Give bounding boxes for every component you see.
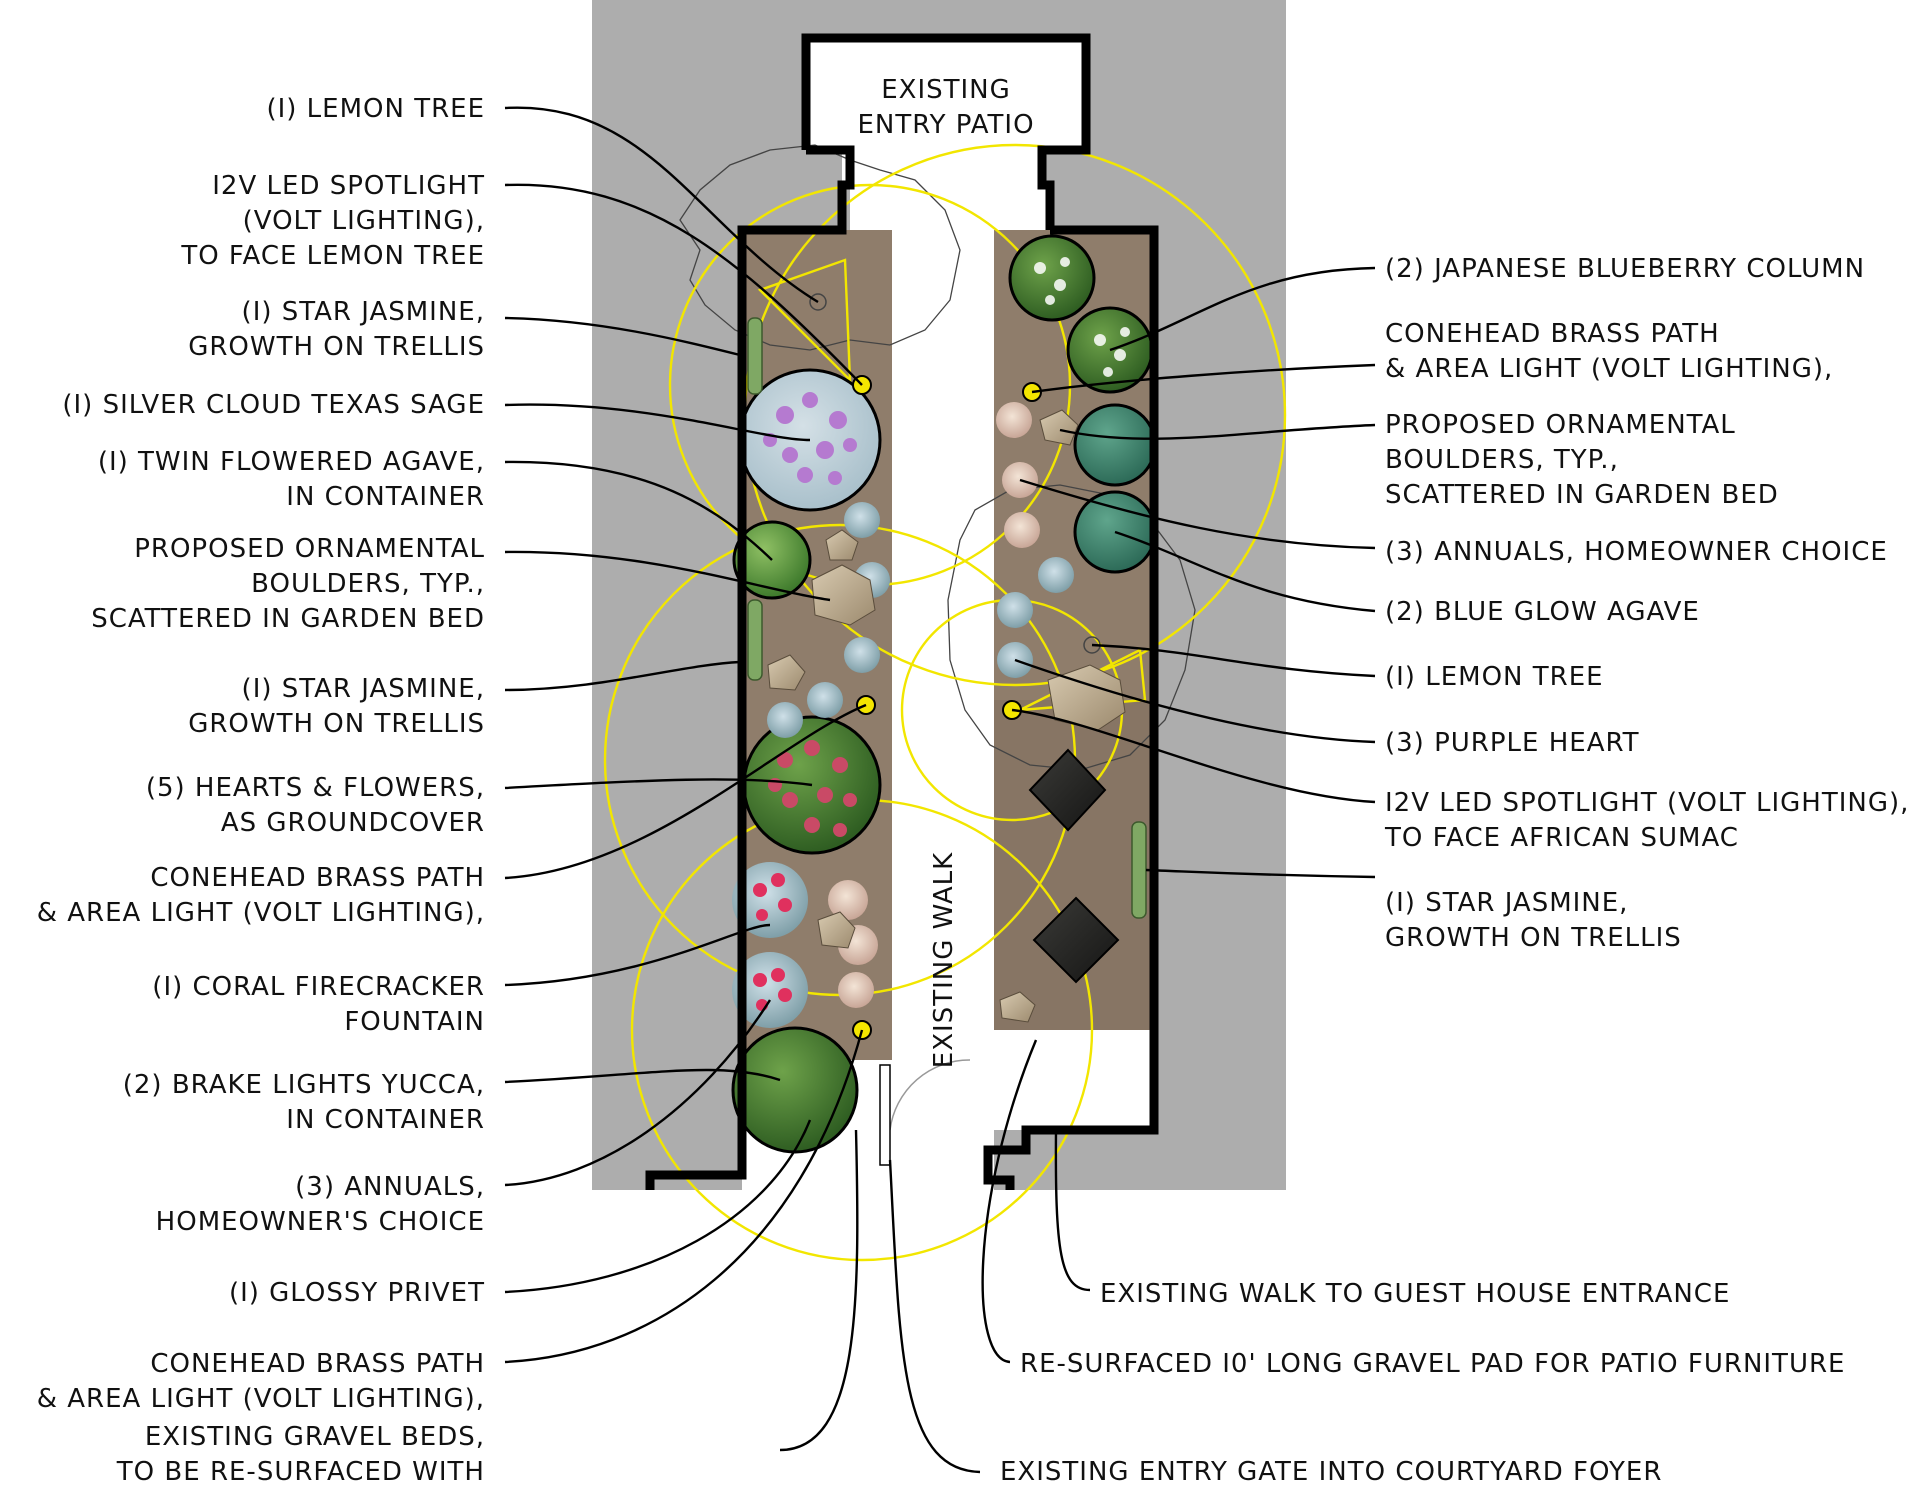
label-right-8-line-0: (I) STAR JASMINE,	[1385, 888, 1628, 918]
patio-label: EXISTING	[881, 75, 1011, 105]
gate-swing	[889, 1059, 971, 1131]
labels-left: (I) LEMON TREE I2V LED SPOTLIGHT (VOLT LIG…	[37, 94, 485, 1487]
coral-firecracker	[732, 862, 808, 938]
small-shrubs-left	[767, 502, 890, 1008]
label-left-1-line-1: (VOLT LIGHTING),	[243, 206, 485, 236]
label-right-8-line-1: GROWTH ON TRELLIS	[1385, 923, 1682, 953]
label-right-0-line-0: (2) JAPANESE BLUEBERRY COLUMN	[1385, 254, 1865, 284]
label-left-7-line-0: (5) HEARTS & FLOWERS,	[146, 773, 485, 803]
courtyard-wall-east	[983, 225, 1159, 1190]
label-bottom-2-line-0: EXISTING ENTRY GATE INTO COURTYARD FOYER	[1000, 1457, 1662, 1487]
blue-glow-agave-1	[1073, 403, 1157, 487]
walk-label: EXISTING WALK	[929, 852, 959, 1068]
existing-walk	[892, 230, 994, 1190]
label-left-0-line-0: (I) LEMON TREE	[266, 94, 485, 124]
coral-firecracker-2	[732, 952, 808, 1028]
label-left-1-line-2: TO FACE LEMON TREE	[180, 241, 485, 271]
label-left-13-line-1: & AREA LIGHT (VOLT LIGHTING),	[37, 1384, 485, 1414]
label-left-13-line-0: CONEHEAD BRASS PATH	[150, 1349, 485, 1379]
label-left-2-line-1: GROWTH ON TRELLIS	[188, 332, 485, 362]
labels-bottom: EXISTING WALK TO GUEST HOUSE ENTRANCE RE-…	[1000, 1279, 1845, 1487]
label-left-5-line-0: PROPOSED ORNAMENTAL	[134, 534, 485, 564]
label-right-7-line-1: TO FACE AFRICAN SUMAC	[1384, 823, 1739, 853]
label-right-6-line-0: (3) PURPLE HEART	[1385, 728, 1640, 758]
label-right-1-line-1: & AREA LIGHT (VOLT LIGHTING),	[1385, 354, 1833, 384]
label-right-2-line-2: SCATTERED IN GARDEN BED	[1385, 480, 1779, 510]
trellis-jasmine	[747, 317, 1147, 919]
label-left-10-line-1: IN CONTAINER	[286, 1105, 485, 1135]
label-left-8-line-0: CONEHEAD BRASS PATH	[150, 863, 485, 893]
large-boulders	[1028, 748, 1120, 984]
blueberry-column-1	[1008, 234, 1096, 322]
label-left-5-line-1: BOULDERS, TYP.,	[251, 569, 485, 599]
labels-right: (2) JAPANESE BLUEBERRY COLUMN CONEHEAD BR…	[1384, 254, 1909, 953]
label-left-11-line-1: HOMEOWNER'S CHOICE	[156, 1207, 485, 1237]
courtyard-wall-west	[645, 145, 855, 1190]
label-left-5-line-2: SCATTERED IN GARDEN BED	[91, 604, 485, 634]
label-left-8-line-1: & AREA LIGHT (VOLT LIGHTING),	[37, 898, 485, 928]
lemon-tree-canopy-1	[679, 144, 961, 351]
label-left-12-line-0: (I) GLOSSY PRIVET	[229, 1278, 485, 1308]
label-left-7-line-1: AS GROUNDCOVER	[221, 808, 485, 838]
boulders-left	[767, 529, 876, 949]
label-right-4-line-0: (2) BLUE GLOW AGAVE	[1385, 597, 1700, 627]
entry-patio	[806, 38, 1086, 230]
patio-wall-north	[801, 33, 1091, 230]
patio-label-line-2: ENTRY PATIO	[857, 110, 1034, 140]
label-left-4-line-1: IN CONTAINER	[286, 482, 485, 512]
label-left-6-line-1: GROWTH ON TRELLIS	[188, 709, 485, 739]
lemon-tree-canopy-2	[947, 484, 1196, 771]
label-left-1-line-0: I2V LED SPOTLIGHT	[212, 171, 485, 201]
glossy-privet	[731, 1026, 859, 1154]
label-left-6-line-0: (I) STAR JASMINE,	[242, 674, 485, 704]
gravel-pad	[994, 1030, 1154, 1130]
leader-lines	[504, 106, 1376, 1474]
boulders-right	[999, 409, 1126, 1023]
label-left-3-line-0: (I) SILVER CLOUD TEXAS SAGE	[62, 390, 485, 420]
spot-beam-1	[757, 258, 852, 384]
label-left-2-line-0: (I) STAR JASMINE,	[242, 297, 485, 327]
lemon-tree-trunk-1	[809, 293, 827, 311]
label-right-7-line-0: I2V LED SPOTLIGHT (VOLT LIGHTING),	[1385, 788, 1909, 818]
entry-gate	[879, 1064, 891, 1166]
label-left-11-line-0: (3) ANNUALS,	[295, 1172, 485, 1202]
label-right-5-line-0: (I) LEMON TREE	[1385, 662, 1604, 692]
label-right-3-line-0: (3) ANNUALS, HOMEOWNER CHOICE	[1385, 537, 1888, 567]
label-left-14-line-0: EXISTING GRAVEL BEDS,	[145, 1422, 485, 1452]
label-left-10-line-0: (2) BRAKE LIGHTS YUCCA,	[123, 1070, 485, 1100]
label-bottom-0-line-0: EXISTING WALK TO GUEST HOUSE ENTRANCE	[1100, 1279, 1730, 1309]
label-bottom-1-line-0: RE-SURFACED I0' LONG GRAVEL PAD FOR PATI…	[1020, 1349, 1845, 1379]
label-left-9-line-0: (I) CORAL FIRECRACKER	[152, 972, 485, 1002]
label-left-14-line-1: TO BE RE-SURFACED WITH	[116, 1457, 485, 1487]
label-right-2-line-0: PROPOSED ORNAMENTAL	[1385, 410, 1736, 440]
label-right-2-line-1: BOULDERS, TYP.,	[1385, 445, 1619, 475]
label-left-9-line-1: FOUNTAIN	[344, 1007, 485, 1037]
label-right-1-line-0: CONEHEAD BRASS PATH	[1385, 319, 1720, 349]
label-left-4-line-0: (I) TWIN FLOWERED AGAVE,	[98, 447, 485, 477]
